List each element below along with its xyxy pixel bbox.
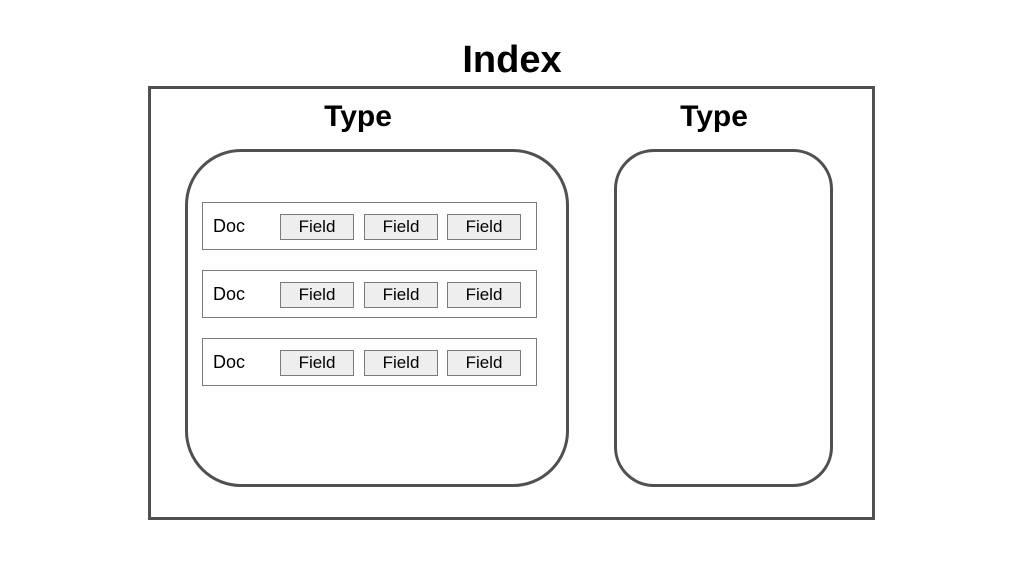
field-box: Field xyxy=(280,350,354,376)
doc-label: Doc xyxy=(213,216,246,236)
type-container-right xyxy=(614,149,833,487)
doc-row: Doc Field Field Field xyxy=(202,202,537,250)
doc-row: Doc Field Field Field xyxy=(202,270,537,318)
field-box: Field xyxy=(364,350,438,376)
type-container-left xyxy=(185,149,569,487)
field-box: Field xyxy=(364,214,438,240)
index-container xyxy=(148,86,875,520)
field-box: Field xyxy=(280,282,354,308)
field-box: Field xyxy=(280,214,354,240)
doc-row: Doc Field Field Field xyxy=(202,338,537,386)
doc-label: Doc xyxy=(213,352,246,372)
field-box: Field xyxy=(447,350,521,376)
field-box: Field xyxy=(447,214,521,240)
type-title-right: Type xyxy=(680,100,748,133)
type-title-left: Type xyxy=(324,100,392,133)
field-box: Field xyxy=(447,282,521,308)
field-box: Field xyxy=(364,282,438,308)
index-title: Index xyxy=(462,39,562,81)
doc-label: Doc xyxy=(213,284,246,304)
